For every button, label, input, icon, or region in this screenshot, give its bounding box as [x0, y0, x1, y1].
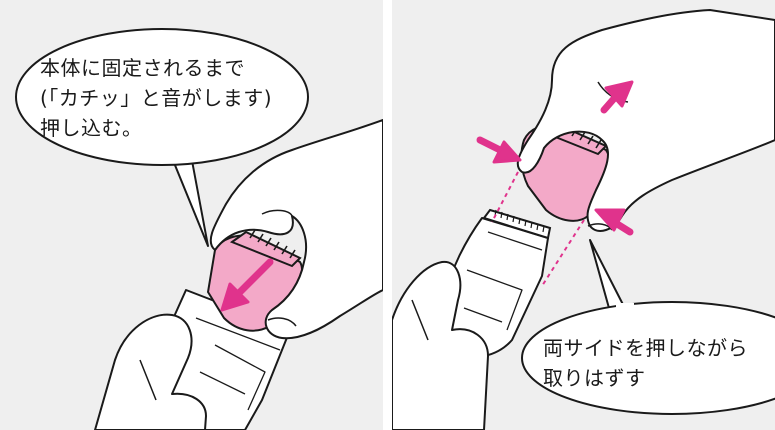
panel-attach — [0, 0, 383, 430]
lower-hand — [94, 313, 207, 430]
squeeze-arrow-right — [594, 208, 634, 236]
caption-attach-line-1: 本体に固定されるまで — [40, 56, 245, 80]
panel-remove — [392, 0, 775, 430]
speech-bubble-attach — [15, 28, 309, 247]
squeeze-arrow-left — [476, 136, 522, 164]
upper-hand — [209, 119, 383, 340]
upper-hand — [516, 9, 775, 232]
attach-illustration — [15, 28, 383, 430]
caption-remove-line-1: 両サイドを押しながら — [543, 336, 748, 360]
caption-attach: 本体に固定されるまで (「カチッ」と音がします) 押し込む。 — [40, 53, 272, 143]
lower-hand — [392, 260, 489, 430]
caption-attach-line-3: 押し込む。 — [40, 116, 143, 140]
guide-lines — [491, 171, 585, 287]
blade-head — [482, 208, 552, 240]
remove-illustration — [392, 9, 775, 430]
push-arrow — [220, 258, 274, 312]
caption-remove-line-2: 取りはずす — [543, 366, 646, 390]
caption-remove: 両サイドを押しながら 取りはずす — [543, 333, 748, 393]
caption-attach-line-2: (「カチッ」と音がします) — [40, 86, 273, 110]
speech-bubble-remove — [521, 239, 775, 415]
pull-arrow — [600, 80, 634, 114]
